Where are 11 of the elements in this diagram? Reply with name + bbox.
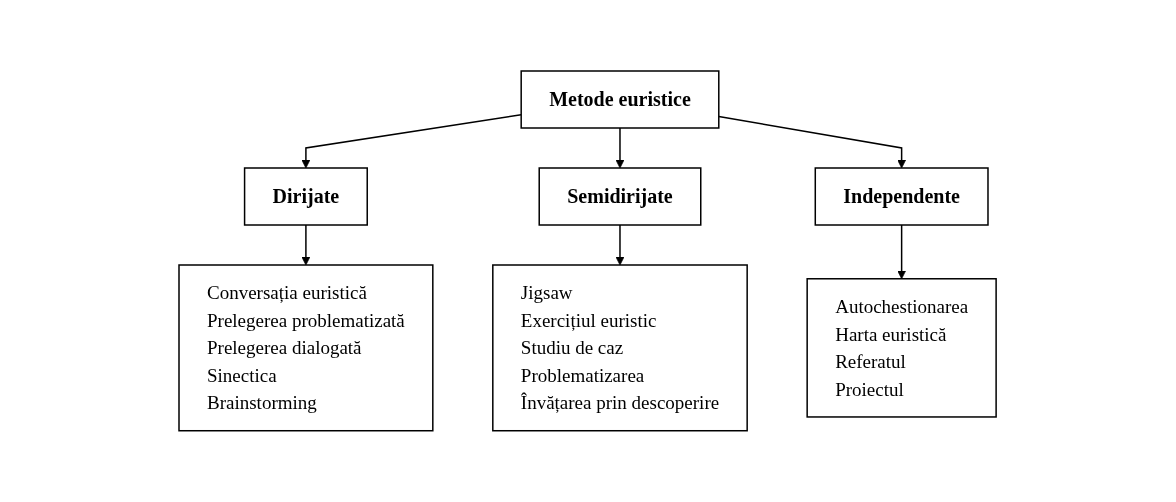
arrow [897, 224, 907, 280]
node-box: Dirijate [244, 167, 369, 226]
arrow [301, 224, 311, 266]
node-box: Independente [814, 167, 990, 226]
node-box: Metode euristice [520, 70, 720, 129]
arrow [616, 127, 625, 169]
node-box: Jigsaw Exercițiul euristic Studiu de caz Problematizarea Învățarea prin descoperire [492, 264, 749, 432]
node-box: Autochestionarea Harta euristică Referatul Proiectul [806, 278, 998, 418]
node-box: Conversația euristică Prelegerea problematizată Prelegerea dialogată Sinectica Brainstorming [178, 264, 434, 432]
node-box: Semidirijate [538, 167, 702, 226]
arrow [616, 224, 625, 266]
